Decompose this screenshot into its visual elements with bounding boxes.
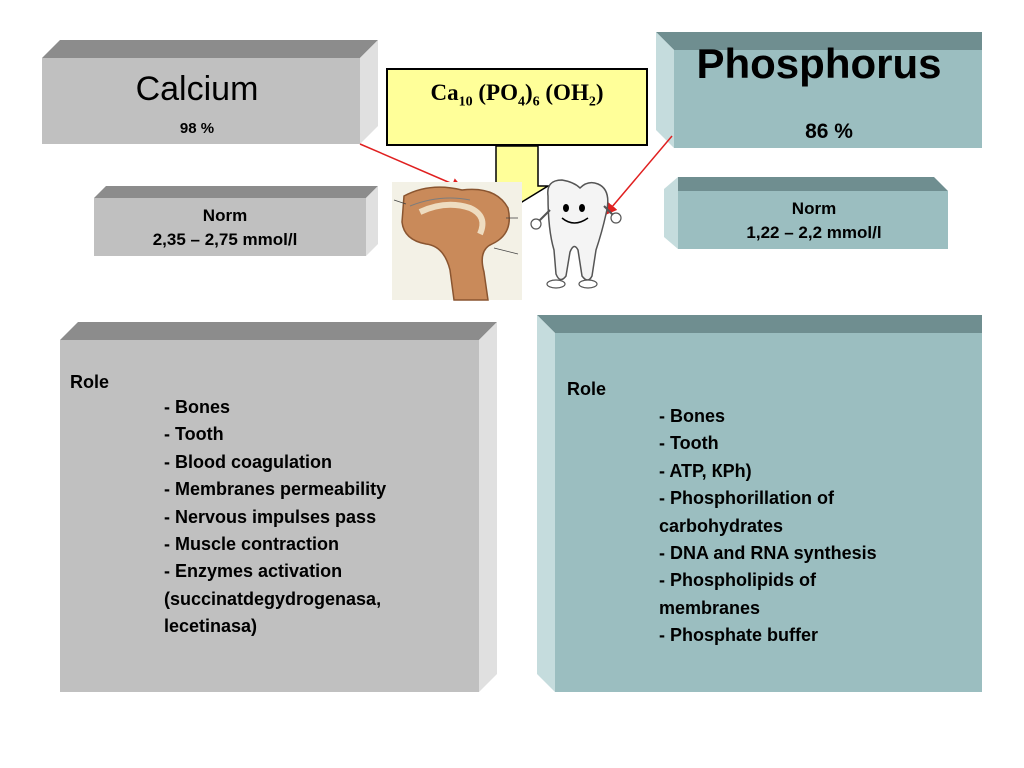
phosphorus-header-shape xyxy=(656,32,982,148)
formula-box: Ca10 (PO4)6 (OH2) xyxy=(386,68,648,146)
calcium-norm-box: Norm 2,35 – 2,75 mmol/l xyxy=(94,186,378,256)
formula-ca-sub: 10 xyxy=(458,94,473,110)
calcium-role-box: Role - Bones - Tooth - Blood coagulation… xyxy=(60,322,497,692)
phosphorus-percent: 86 % xyxy=(805,120,853,143)
calcium-norm-label: Norm xyxy=(202,206,248,225)
list-item: - Blood coagulation xyxy=(164,451,332,472)
phosphorus-norm-box: Norm 1,22 – 2,2 mmol/l xyxy=(664,177,948,249)
calcium-role-title: Role xyxy=(70,372,110,392)
tooth-icon xyxy=(530,179,622,289)
list-item: - Phospholipids of xyxy=(659,570,816,591)
phosphorus-norm-label: Norm xyxy=(791,199,837,218)
calcium-percent: 98 % xyxy=(179,120,215,137)
list-item: lecetinasa) xyxy=(164,616,258,637)
phosphorus-role-shape xyxy=(537,315,982,692)
calcium-header-shape xyxy=(42,40,378,144)
list-item: - Phosphate buffer xyxy=(659,625,819,646)
list-item: - Membranes permeability xyxy=(164,479,387,500)
calcium-norm-value: 2,35 – 2,75 mmol/l xyxy=(152,230,298,249)
calcium-role-shape xyxy=(60,322,497,692)
formula-po-outer-sub: 6 xyxy=(532,94,540,110)
formula-oh-sub: 2 xyxy=(588,94,596,110)
phosphorus-norm-value: 1,22 – 2,2 mmol/l xyxy=(746,223,882,242)
list-item: (succinatdegydrogenasa, xyxy=(164,588,382,609)
list-item: - ATP, КPh) xyxy=(659,460,752,481)
list-item: - Tooth xyxy=(164,424,224,445)
phosphorus-to-tooth-arrow xyxy=(605,135,673,216)
formula-po-close: ) xyxy=(524,80,533,105)
list-item: - Phosphorillation of xyxy=(659,488,834,509)
phosphorus-role-box: Role - Bones - Tooth - ATP, КPh) - Phosp… xyxy=(537,315,982,692)
formula-ca: Ca xyxy=(430,80,459,105)
list-item: membranes xyxy=(659,597,761,618)
phosphorus-role-list: - Bones - Tooth - ATP, КPh) - Phosphoril… xyxy=(659,403,877,650)
calcium-role-list: - Bones - Tooth - Blood coagulation - Me… xyxy=(164,394,386,641)
list-item: - Bones xyxy=(164,397,231,417)
list-item: - Bones xyxy=(659,406,726,426)
phosphorus-header-box: Phosphorus 86 % xyxy=(656,32,982,148)
list-item: - Muscle contraction xyxy=(164,534,340,555)
list-item: - Nervous impulses pass xyxy=(164,506,377,527)
formula-po-sub: 4 xyxy=(517,94,525,110)
calcium-header-box: Calcium 98 % xyxy=(42,40,378,144)
calcium-to-bone-arrow xyxy=(359,143,464,190)
phosphorus-norm-shape xyxy=(664,177,948,249)
hydroxyapatite-formula: Ca10 (PO4)6 (OH2) xyxy=(388,80,646,111)
list-item: carbohydrates xyxy=(659,515,784,536)
phosphorus-title: Phosphorus xyxy=(696,40,942,87)
formula-po: (PO xyxy=(478,80,518,105)
calcium-title: Calcium xyxy=(135,70,259,108)
calcium-norm-shape xyxy=(94,186,378,256)
list-item: - DNA and RNA synthesis xyxy=(659,543,877,564)
list-item: - Enzymes activation xyxy=(164,561,343,582)
femur-bone-icon xyxy=(392,182,522,301)
formula-oh: (OH xyxy=(545,80,589,105)
formula-oh-close: ) xyxy=(595,80,604,105)
list-item: - Tooth xyxy=(659,433,719,454)
phosphorus-role-title: Role xyxy=(567,379,607,399)
